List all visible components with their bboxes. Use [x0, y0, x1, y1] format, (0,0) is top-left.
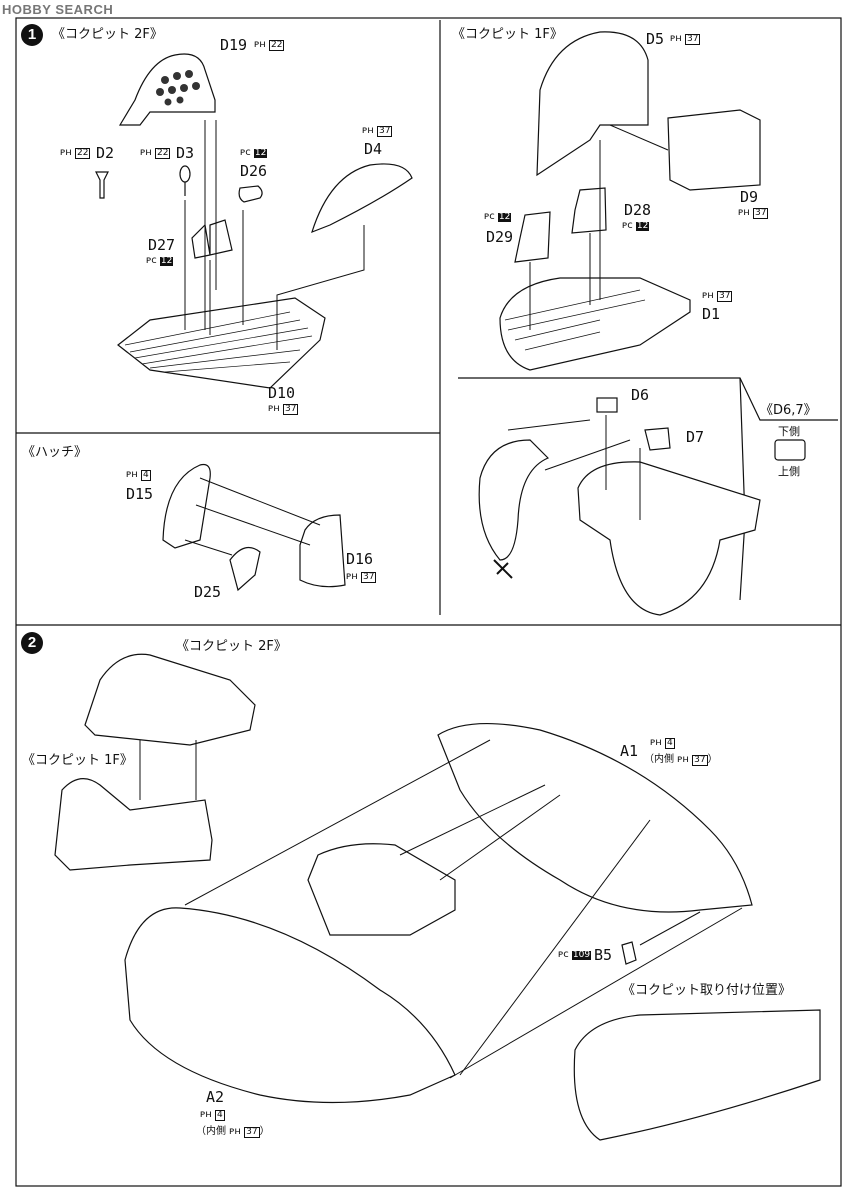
mount-position-title: 《コクピット取り付け位置》	[622, 983, 792, 998]
label-d15: D15	[126, 485, 154, 503]
step2-arrows	[139, 739, 743, 1079]
label-d27: D27	[148, 236, 176, 254]
ref-b5: ᴘc 109	[558, 949, 592, 960]
seat-d27	[191, 219, 233, 259]
panel-d4	[311, 163, 413, 234]
cockpit-1f-title: 《コクピット 1F》	[452, 27, 563, 42]
label-d16: D16	[346, 550, 374, 568]
label-d7: D7	[686, 428, 705, 446]
step2-assembly	[54, 653, 821, 1141]
ref-d28: ᴘc 12	[622, 220, 650, 231]
hatch-arrows	[184, 477, 321, 556]
label-d6: D6	[631, 386, 650, 404]
fuselage-a1	[437, 722, 753, 913]
d67-assembly	[478, 397, 806, 616]
label-d25: D25	[194, 583, 222, 601]
ref-d9: ᴘʜ 37	[738, 207, 769, 219]
ref-d4: ᴘʜ 37	[362, 125, 393, 137]
part-b5	[621, 941, 637, 965]
label-d10: D10	[268, 384, 296, 402]
ref-d2: ᴘʜ 22	[60, 147, 91, 159]
watermark: HOBBY SEARCH	[2, 2, 114, 17]
step2-cockpit-2f-title: 《コクピット 2F》	[176, 639, 287, 654]
cockpit-2f-arrows	[184, 120, 365, 350]
label-d28: D28	[624, 201, 652, 219]
part-d3	[179, 165, 191, 183]
d67-arrows	[493, 415, 641, 579]
ref-d10: ᴘʜ 37	[268, 403, 299, 415]
d67-lower-side: 下側	[778, 425, 800, 438]
divider-d67	[458, 377, 838, 421]
ref-d15: ᴘʜ 4	[126, 469, 151, 481]
nose-section	[577, 461, 761, 616]
label-d19: D19	[220, 36, 248, 54]
hatch-title: 《ハッチ》	[22, 445, 88, 460]
cockpit-1f-arrows	[529, 124, 669, 330]
ref-d29: ᴘc 12	[484, 211, 512, 222]
ref-d26: ᴘc 12	[240, 147, 268, 158]
hinge-d25	[229, 546, 261, 592]
label-d3: D3	[176, 144, 195, 162]
bulkhead-d5	[536, 31, 649, 177]
hatch-part	[478, 439, 550, 561]
label-b5: B5	[594, 946, 613, 964]
d67-upper-side: 上側	[778, 465, 800, 478]
floor-d1	[499, 277, 691, 371]
ref-d27: ᴘc 12	[146, 255, 174, 266]
label-d4: D4	[364, 140, 383, 158]
hatch-d16	[299, 514, 346, 588]
hatch-assembly	[162, 463, 346, 592]
assembled-cockpit	[307, 843, 456, 936]
ref-d5: ᴘʜ 37	[670, 33, 701, 45]
divider-inset	[739, 377, 746, 601]
panel-d9	[667, 109, 761, 191]
ref-d16: ᴘʜ 37	[346, 571, 377, 583]
step2-cockpit-1f-title: 《コクピット 1F》	[22, 753, 133, 768]
ref-d1: ᴘʜ 37	[702, 290, 733, 302]
lever-d2	[95, 171, 109, 199]
label-d5: D5	[646, 30, 665, 48]
d67-inset-title: 《D6,7》	[760, 403, 817, 418]
step-number-2: 2	[21, 632, 43, 654]
ref-d3: ᴘʜ 22	[140, 147, 171, 159]
fuselage-a2	[124, 907, 456, 1104]
instrument-panel-d19	[118, 53, 216, 126]
seat-d28	[571, 187, 607, 234]
label-a1: A1	[620, 742, 639, 760]
seat-d26	[238, 185, 263, 203]
mini-cockpit-1f	[54, 778, 213, 871]
mini-cockpit-2f	[84, 653, 256, 746]
ref-a2-inner: （内側 ᴘʜ 37）	[196, 1126, 270, 1138]
mount-detail	[573, 1009, 821, 1141]
seat-d29	[514, 211, 551, 263]
label-d29: D29	[486, 228, 514, 246]
label-d26: D26	[240, 162, 268, 180]
hatch-d15	[162, 463, 211, 549]
part-d7	[644, 427, 671, 451]
orientation-icon	[774, 439, 806, 461]
ref-d19: ᴘʜ 22	[254, 39, 285, 51]
cockpit-2f-assembly	[95, 53, 413, 389]
label-d9: D9	[740, 188, 759, 206]
cockpit-1f-assembly	[499, 31, 761, 371]
cockpit-2f-title: 《コクピット 2F》	[52, 27, 163, 42]
label-a2: A2	[206, 1088, 225, 1106]
ref-a1: ᴘʜ 4	[650, 737, 675, 749]
ref-a1-inner: （内側 ᴘʜ 37）	[644, 754, 718, 766]
label-d1: D1	[702, 305, 721, 323]
label-d2: D2	[96, 144, 115, 162]
ref-a2: ᴘʜ 4	[200, 1109, 225, 1121]
part-d6	[596, 397, 618, 413]
step-number-1: 1	[21, 24, 43, 46]
page-border	[15, 17, 842, 1187]
